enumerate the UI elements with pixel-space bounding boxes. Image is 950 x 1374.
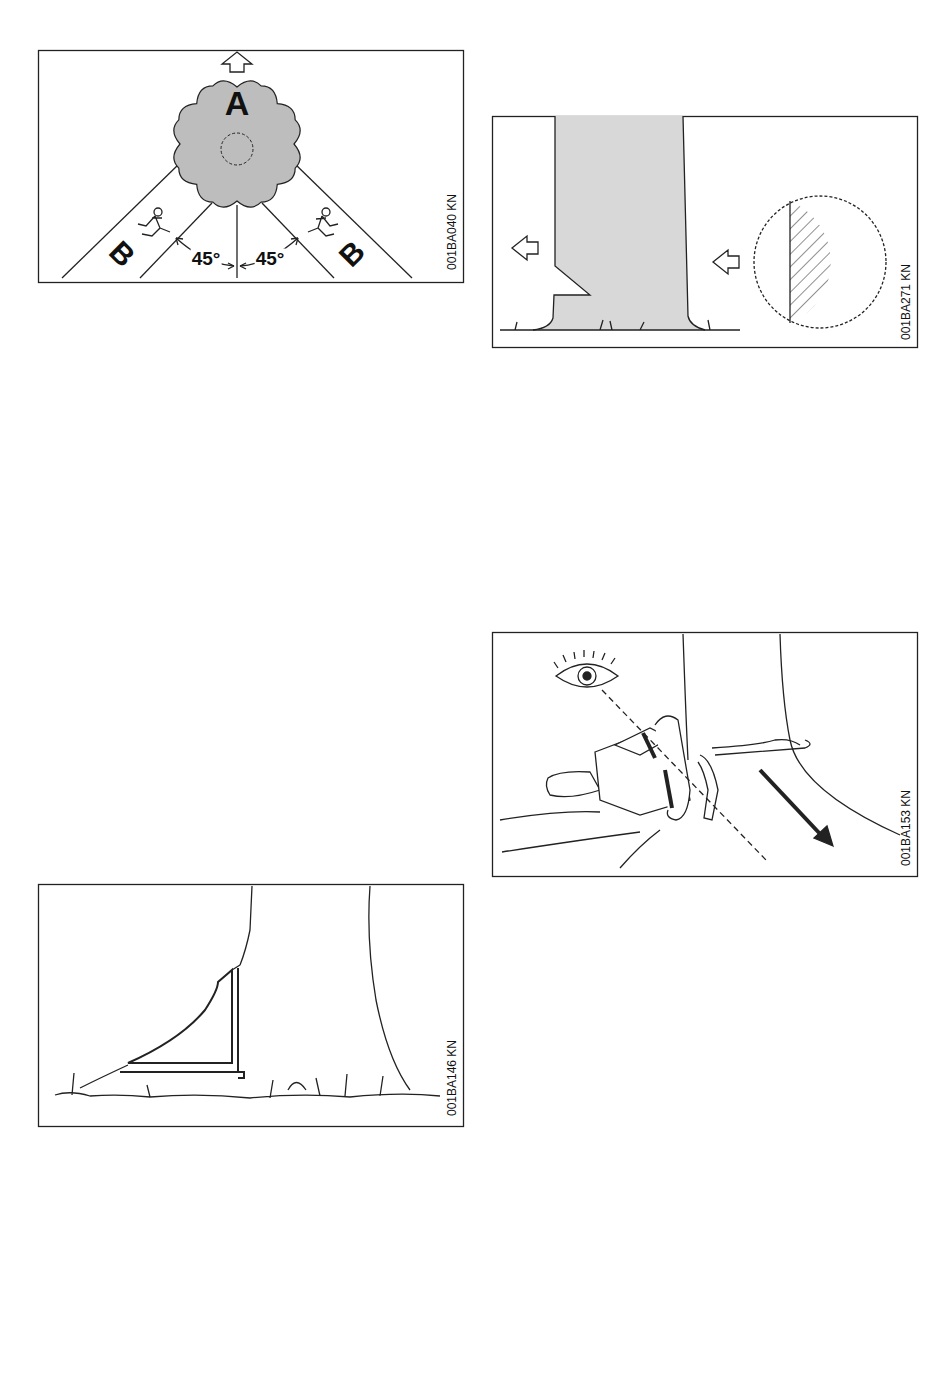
zone-letter: B bbox=[104, 236, 141, 273]
ground bbox=[500, 320, 740, 330]
figure-code: 001BA040 KN bbox=[446, 194, 458, 270]
frame bbox=[39, 51, 464, 283]
sight-eye bbox=[554, 650, 618, 687]
angle-arcs bbox=[176, 238, 298, 269]
section-line bbox=[789, 201, 790, 323]
fall-direction-arrow bbox=[760, 770, 822, 836]
sight-line bbox=[602, 690, 766, 860]
saw-bar bbox=[712, 740, 810, 755]
fall-direction-head bbox=[814, 826, 833, 846]
direction-arrow bbox=[713, 250, 739, 274]
tree-trunk bbox=[533, 116, 705, 330]
angle-dimension: 45° bbox=[255, 249, 286, 268]
fall-arrow bbox=[512, 236, 538, 260]
figure-code: 001BA146 KN bbox=[446, 1040, 458, 1116]
figure-code: 001BA153 KN bbox=[900, 790, 912, 866]
tree-trunk bbox=[500, 634, 900, 868]
trunk-section bbox=[754, 196, 886, 328]
frame bbox=[493, 633, 918, 877]
frame bbox=[493, 117, 918, 348]
tree-crown: A bbox=[172, 78, 302, 210]
figure-code: 001BA271 KN bbox=[900, 264, 912, 340]
zone-letter: B bbox=[334, 236, 371, 273]
hinge-hatch bbox=[790, 201, 831, 323]
frame bbox=[39, 885, 464, 1127]
direction-arrow bbox=[222, 52, 252, 72]
tree-trunk-fill bbox=[533, 116, 705, 330]
chainsaw bbox=[546, 716, 718, 820]
tree-trunk bbox=[80, 886, 410, 1090]
zone-letter: A bbox=[172, 84, 302, 123]
running-person bbox=[138, 208, 338, 236]
angle-dimension: 45° bbox=[191, 249, 222, 268]
ground bbox=[55, 1073, 440, 1098]
undercut bbox=[120, 968, 244, 1078]
